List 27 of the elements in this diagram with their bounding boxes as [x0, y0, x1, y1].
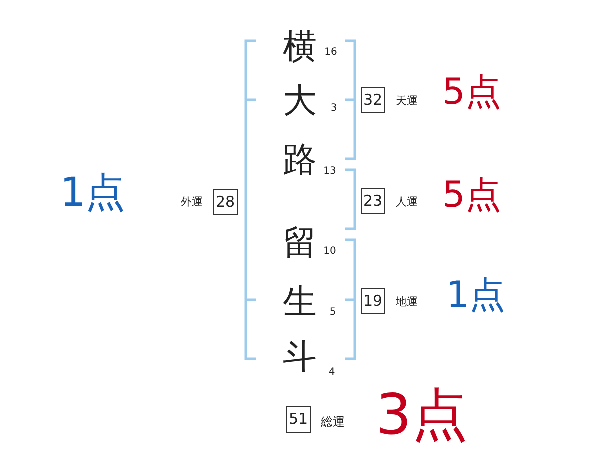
number-box: 51: [286, 406, 311, 433]
name-character: 生: [283, 285, 317, 319]
number-box: 32: [361, 87, 385, 113]
name-character: 留: [283, 226, 317, 260]
stroke-count: 10: [324, 247, 336, 257]
fortune-label: 天運: [396, 96, 418, 106]
number-box: 28: [213, 189, 238, 215]
stroke-count: 5: [330, 308, 336, 318]
score-text: 1点: [446, 278, 506, 314]
name-character: 横: [283, 30, 317, 64]
stroke-count: 16: [324, 48, 338, 58]
name-character: 斗: [283, 340, 317, 374]
score-text: 5点: [442, 178, 502, 214]
stroke-count: 13: [324, 167, 336, 177]
number-box: 23: [361, 188, 385, 214]
fortune-label: 外運: [181, 196, 203, 208]
fortune-label: 人運: [396, 196, 418, 208]
stroke-count: 3: [330, 104, 338, 114]
score-text: 1点: [60, 173, 126, 213]
stroke-count: 4: [328, 368, 336, 378]
number-box: 19: [361, 288, 385, 314]
score-text: 5点: [442, 75, 502, 111]
name-character: 大: [283, 84, 317, 118]
fortune-label: 総運: [321, 416, 345, 428]
name-character: 路: [283, 143, 317, 177]
score-text: 3点: [376, 388, 468, 444]
fortune-label: 地運: [396, 296, 418, 308]
